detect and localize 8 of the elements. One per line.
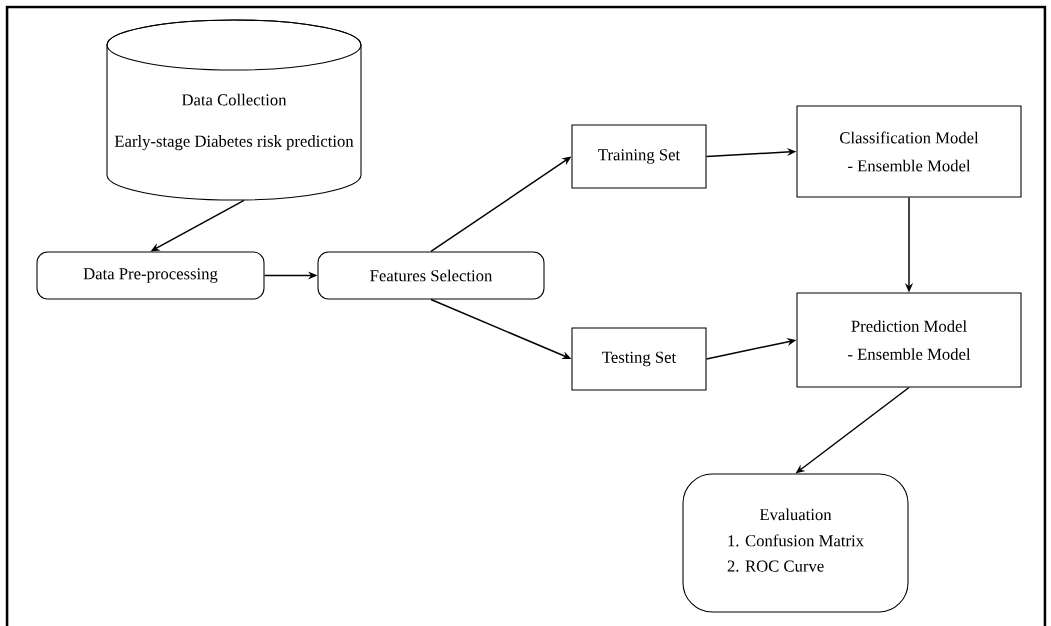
database-cylinder: Data Collection Early-stage Diabetes risk prediction xyxy=(106,19,362,201)
process-box: Evaluation 1. Confusion Matrix 2. ROC Curve xyxy=(682,473,909,613)
process-box: Prediction Model - Ensemble Model xyxy=(796,292,1022,388)
process-box: Features Selection xyxy=(317,251,545,300)
process-box: Testing Set xyxy=(571,327,707,391)
process-box: Training Set xyxy=(571,124,707,189)
process-box: Classification Model - Ensemble Model xyxy=(796,105,1022,198)
process-box: Data Pre-processing xyxy=(36,251,265,300)
